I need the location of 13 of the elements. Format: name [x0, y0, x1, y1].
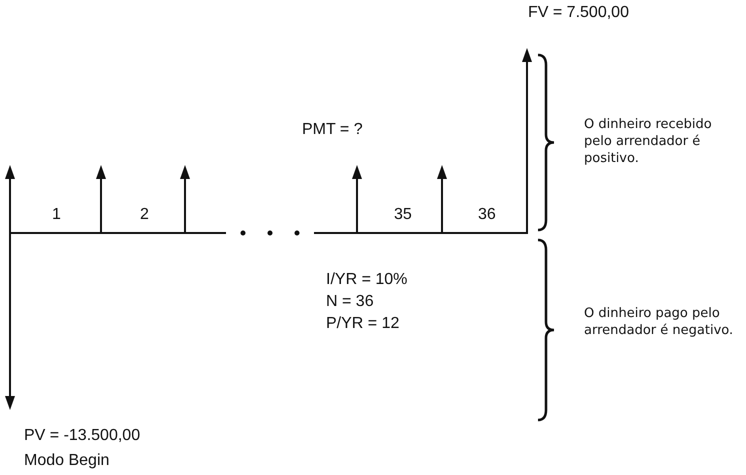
- note-text: O dinheiro recebido pelo arrendador é positivo.: [584, 116, 713, 167]
- parameter-label: P/YR = 12: [326, 314, 400, 334]
- period-number: 35: [394, 205, 412, 225]
- amount-label: FV = 7.500,00: [528, 3, 629, 23]
- amount-label: PMT = ?: [302, 120, 363, 140]
- period-number: 1: [52, 205, 61, 225]
- parameter-label: N = 36: [326, 292, 374, 312]
- period-number: 36: [478, 205, 496, 225]
- period-number: 2: [140, 205, 149, 225]
- amount-label: PV = -13.500,00: [24, 426, 140, 446]
- note-text: O dinheiro pago pelo arrendador é negativo.: [584, 305, 734, 339]
- mode-label: Modo Begin: [24, 451, 110, 471]
- parameter-label: I/YR = 10%: [326, 270, 408, 290]
